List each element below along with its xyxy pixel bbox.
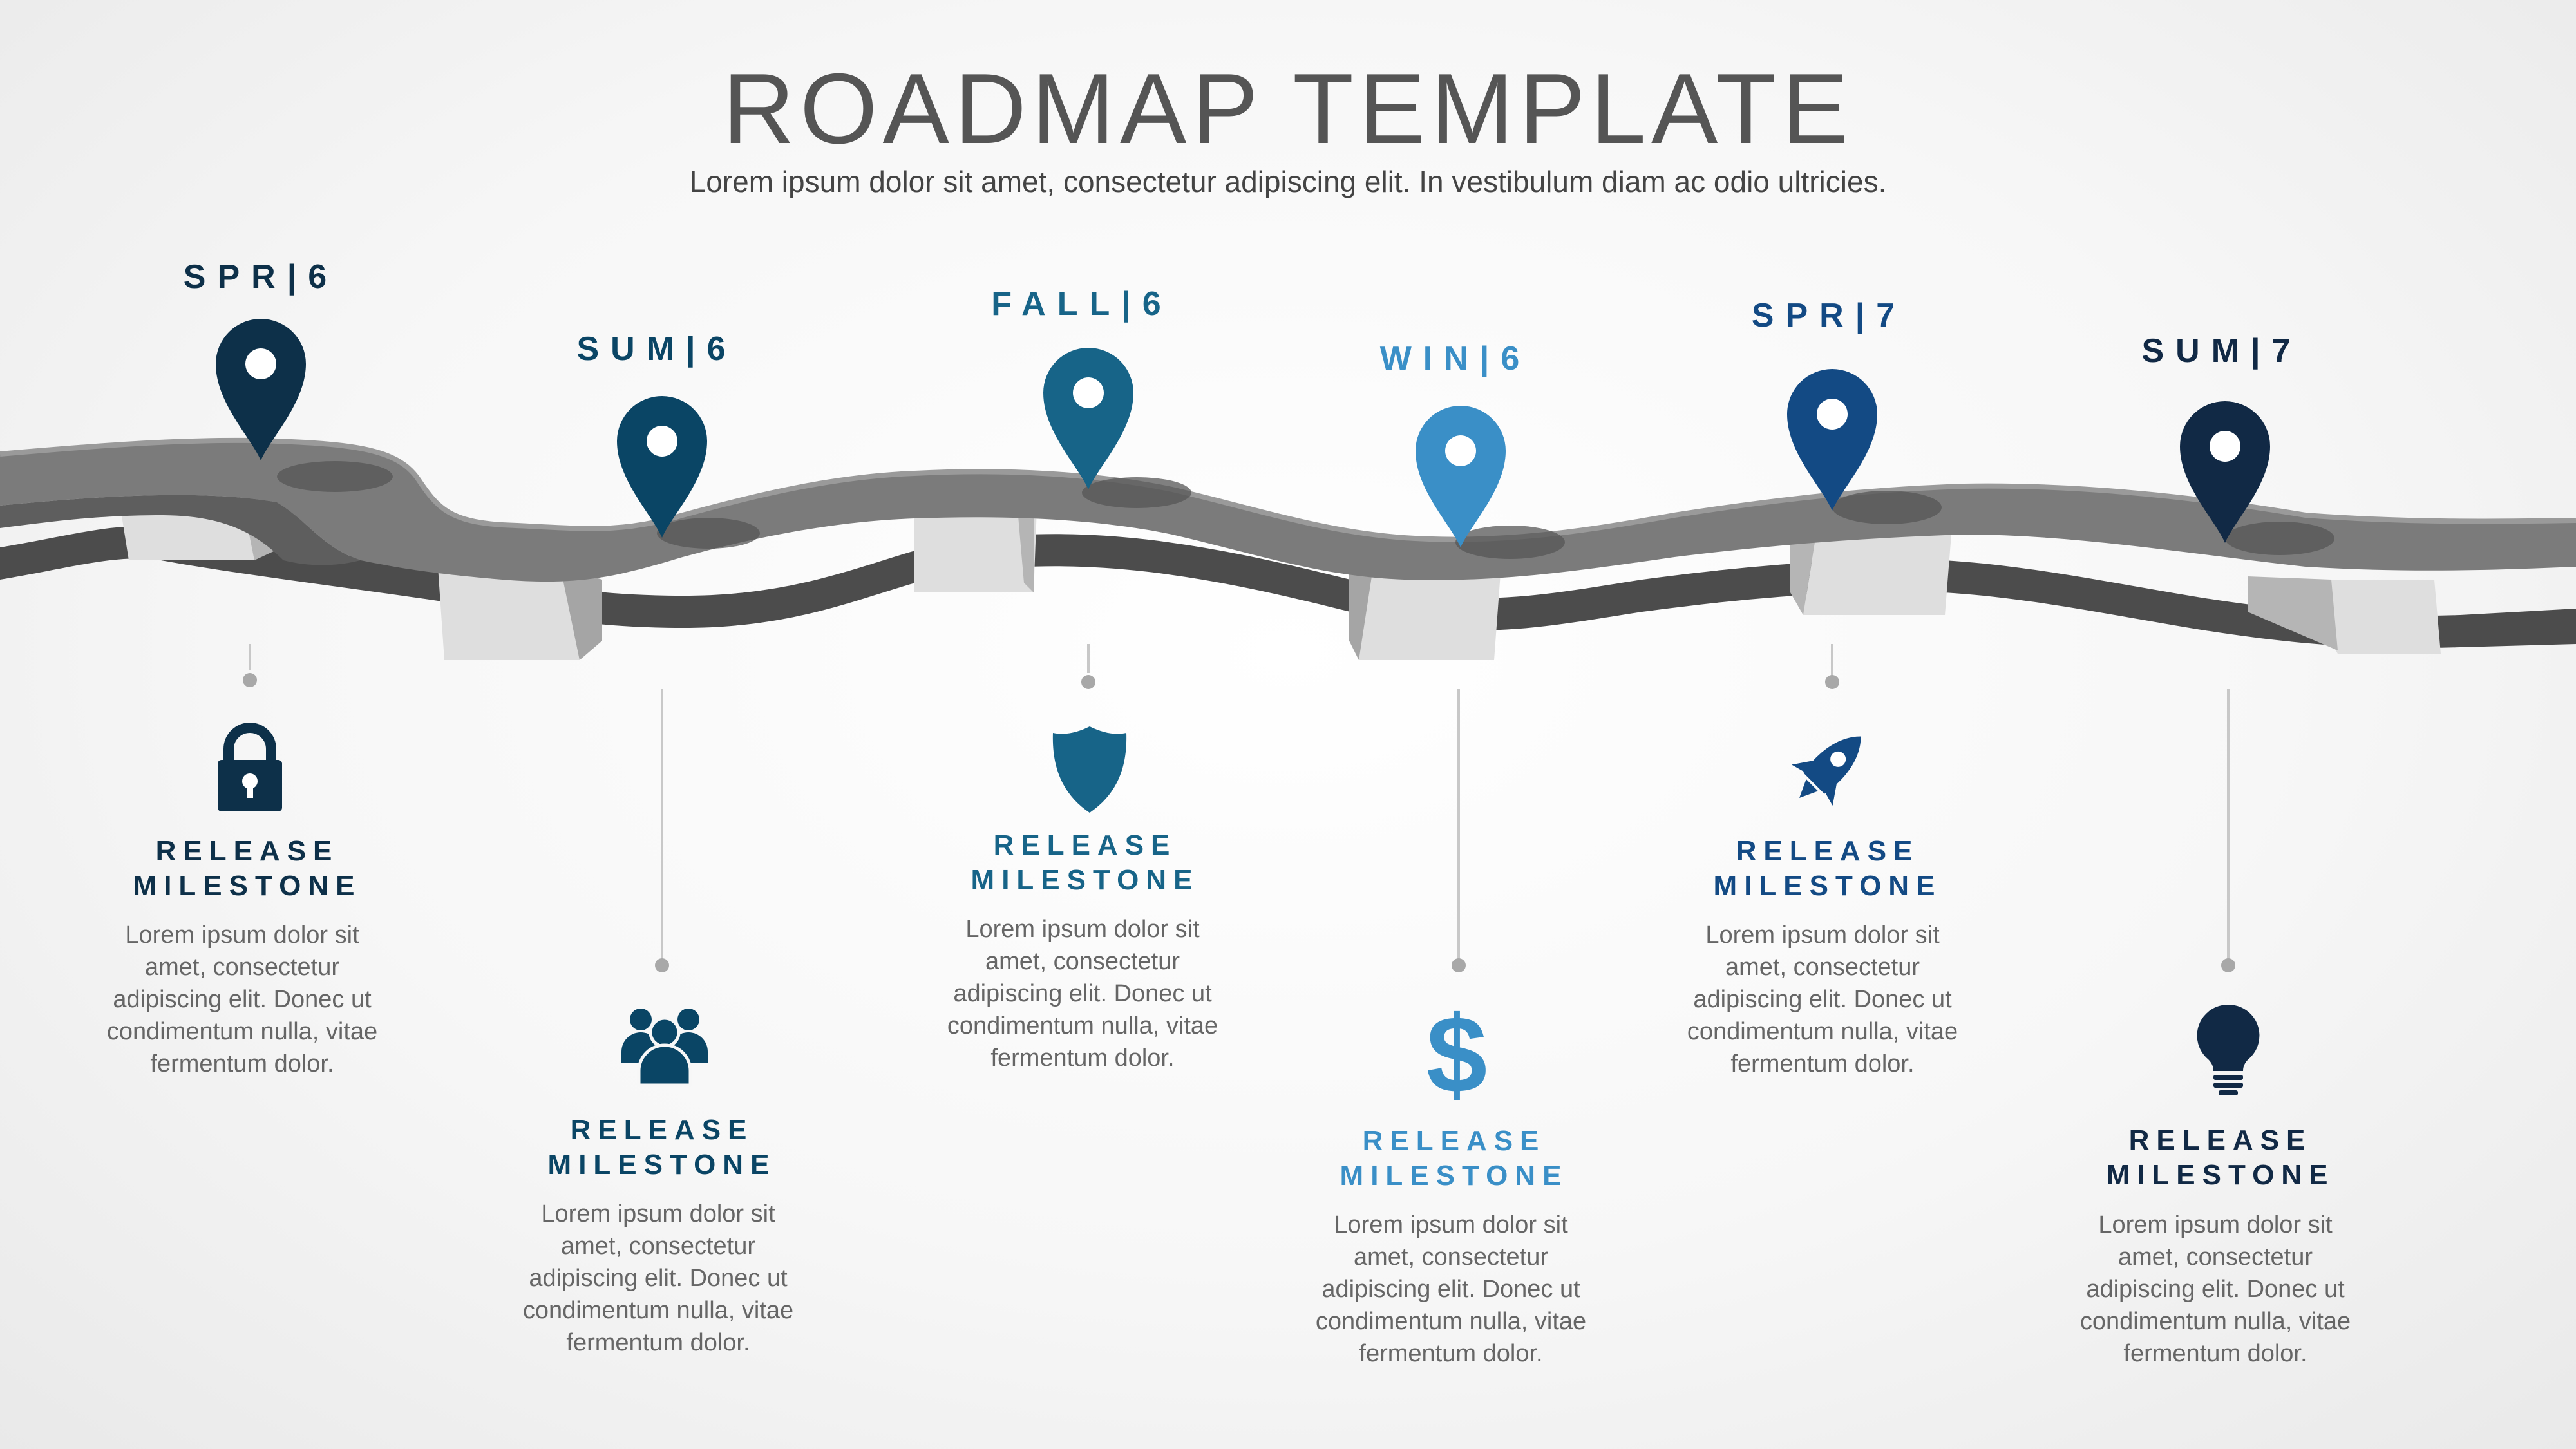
location-pin-icon [1043,348,1133,489]
location-pin-icon [2180,401,2270,543]
rocket-icon [1792,736,1861,806]
milestone-title-line2: MILESTONE [1340,1160,1569,1191]
milestone-title-line1: RELEASE [155,835,339,867]
milestone-description: Lorem ipsum dolor sit amet, consectetur … [947,916,1218,1072]
road-lower-band [0,526,2576,649]
lightbulb-icon [2197,1004,2260,1095]
road-pillars [116,480,2441,660]
milestone-description: Lorem ipsum dolor sit amet, consectetur … [2079,1211,2351,1367]
season-label: SPR|6 [183,258,339,296]
milestone-title: RELEASE MILESTONE [1261,1124,1647,1193]
milestone-title-line1: RELEASE [1736,835,1920,867]
milestone-title: RELEASE MILESTONE [54,834,440,904]
season-label: WIN|6 [1379,340,1531,377]
location-pin-icon [617,396,707,538]
milestone-title: RELEASE MILESTONE [892,828,1278,898]
team-icon [621,1009,708,1087]
pin-shadows [277,461,2334,559]
milestone-title-line2: MILESTONE [971,864,1200,896]
dollar-icon: $ [1426,1003,1488,1100]
connector-line [661,689,663,960]
connector-line [249,644,251,670]
road-upper-band [0,440,2576,582]
location-pin-icon [216,319,306,460]
milestone-title-line2: MILESTONE [1713,870,1942,902]
connector-line [2227,689,2230,960]
page-subtitle: Lorem ipsum dolor sit amet, consectetur … [689,165,1887,198]
season-label: FALL|6 [991,285,1173,323]
milestone-description: Lorem ipsum dolor sit amet, consectetur … [1315,1211,1587,1367]
milestone-title-line2: MILESTONE [2106,1159,2335,1191]
milestone-title: RELEASE MILESTONE [469,1113,855,1182]
milestone-title-line1: RELEASE [993,829,1177,861]
page-title: ROADMAP TEMPLATE [723,53,1853,164]
connector-line [1087,644,1090,673]
road-bend-shadow [0,495,361,565]
connector-line [1831,644,1833,676]
milestone-title: RELEASE MILESTONE [1634,834,2021,904]
milestone-description: Lorem ipsum dolor sit amet, consectetur … [106,922,378,1077]
connector-dot [1452,958,1466,972]
shield-icon [1052,726,1127,813]
location-pin-icon [1787,369,1877,511]
milestone-title-line1: RELEASE [2128,1124,2313,1156]
connector-dot [243,673,257,687]
milestone-title-line2: MILESTONE [547,1149,777,1180]
location-pin-icon [1416,406,1506,547]
connector-dot [655,958,669,972]
connector-dot [1081,675,1095,689]
milestone-title-line1: RELEASE [1362,1125,1546,1157]
season-label: SUM|7 [2141,332,2302,370]
season-label: SUM|6 [576,330,737,368]
connector-dot [1825,675,1839,689]
milestone-description: Lorem ipsum dolor sit amet, consectetur … [522,1200,794,1356]
lock-icon [218,723,282,811]
milestone-title-line1: RELEASE [570,1114,754,1146]
connector-dot [2221,958,2235,972]
svg-text:$: $ [1426,1003,1488,1100]
milestone-description: Lorem ipsum dolor sit amet, consectetur … [1687,922,1958,1077]
season-label: SPR|7 [1751,297,1907,334]
milestone-title-line2: MILESTONE [133,870,362,902]
connector-line [1457,689,1460,960]
milestone-title: RELEASE MILESTONE [2027,1123,2414,1193]
